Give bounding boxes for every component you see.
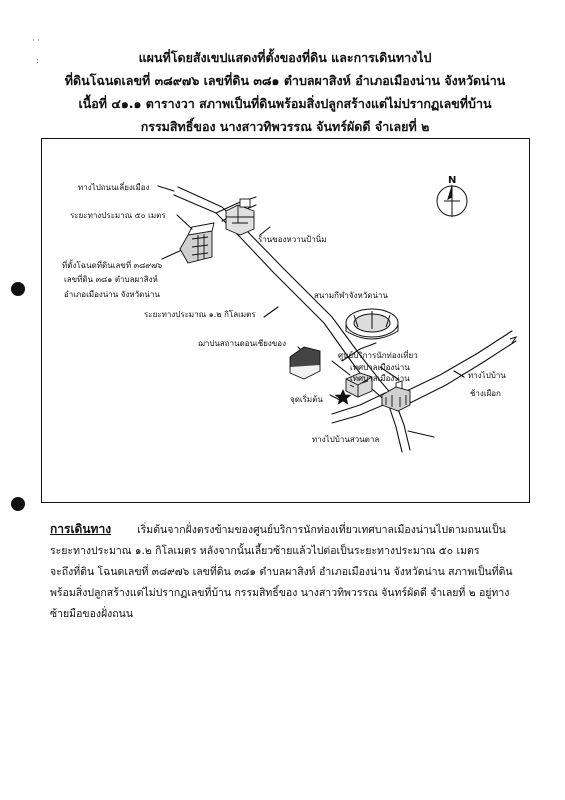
title-line-4: กรรมสิทธิ์ของ นางสาวทิพวรรณ จันทร์ผัดดี … <box>140 119 430 134</box>
leader-distance-12 <box>263 306 279 318</box>
scan-mark-top-left-2: : <box>36 56 39 65</box>
cross-road-upper-left <box>331 392 386 415</box>
label-to-ban-suantan: ทางไปบ้านสวนตาล <box>312 435 380 444</box>
leader-shop <box>259 226 271 236</box>
label-distance-1-2km: ระยะทางประมาณ ๑.๒ กิโลเมตร <box>144 310 256 319</box>
label-parcel-line-3: อำเภอเมืองน่าน จังหวัดน่าน <box>64 290 160 299</box>
cross-road-lower-edge-2 <box>397 340 517 410</box>
stadium-icon <box>345 308 399 340</box>
start-point-star-icon <box>334 389 352 405</box>
map-drawing: N <box>157 175 518 453</box>
leader-suantan <box>407 430 435 438</box>
funeral-home-icon <box>289 346 321 380</box>
south-road-left-edge <box>387 402 403 453</box>
municipality-building-icon <box>381 380 411 412</box>
leader-changphueak <box>453 370 465 378</box>
directions-section: การเดินทาง เริ่มต้นจากฝั่งตรงข้ามของศูนย์… <box>50 519 515 625</box>
punch-hole-upper <box>11 282 25 296</box>
directions-text-1: เริ่มต้นจากฝั่งตรงข้ามของศูนย์บริการนักท… <box>137 524 506 536</box>
leader-tourist <box>331 360 351 376</box>
label-to-ban-changphueak-1: ทางไปบ้าน <box>468 371 506 380</box>
label-dessert-shop: ร้านของหวานป้านิ่ม <box>258 235 327 244</box>
north-label: N <box>448 175 456 186</box>
document-title: แผนที่โดยสังเขปแสดงที่ตั้งของที่ดิน และก… <box>50 46 520 138</box>
label-start-point: จุดเริ่มต้น <box>290 395 323 404</box>
north-arrow-icon: N <box>436 175 468 217</box>
title-line-2: ที่ดินโฉนดเลขที่ ๓๘๙๗๖ เลขที่ดิน ๓๘๑ ตำบ… <box>64 73 506 88</box>
label-parcel-line-2: เลขที่ดิน ๓๘๑ ตำบลผาสิงห์ <box>64 275 158 284</box>
cross-road-upper-edge <box>393 330 513 398</box>
label-municipality-1: เทศบาลเมืองน่าน <box>350 363 410 372</box>
tourist-center-icon <box>345 372 373 398</box>
directions-line-3: จะถึงที่ดิน โฉนดเลขที่ ๓๘๙๗๖ เลขที่ดิน ๓… <box>50 566 513 578</box>
cross-road-lower-edge <box>331 402 389 424</box>
punch-hole-lower <box>11 497 25 511</box>
leader-bypass <box>157 185 175 192</box>
directions-line-1: การเดินทาง เริ่มต้นจากฝั่งตรงข้ามของศูนย์… <box>50 519 515 541</box>
leader-municipality <box>379 366 399 380</box>
title-line-3: เนื้อที่ ๔๑.๑ ตารางวา สภาพเป็นที่ดินพร้อ… <box>78 96 492 111</box>
scan-mark-top-left: · · <box>32 36 40 45</box>
label-parcel-line-1: ที่ตั้งโฉนดที่ดินเลขที่ ๓๘๙๗๖ <box>62 261 163 270</box>
changphueak-arrow-icon <box>509 336 518 344</box>
directions-heading: การเดินทาง <box>50 522 112 536</box>
leader-distance-50 <box>176 214 193 230</box>
label-municipality-2: เทศบาลเมืองน่าน <box>350 374 410 383</box>
label-distance-50: ระยะทางประมาณ ๕๐ เมตร <box>70 211 166 220</box>
label-to-bypass: ทางไปถนนเลี่ยงเมือง <box>78 183 150 192</box>
parcel-building-icon <box>179 222 215 264</box>
directions-line-5: ซ้ายมือของฝั่งถนน <box>50 608 134 620</box>
directions-line-2: ระยะทางประมาณ ๑.๒ กิโลเมตร หลังจากนั้นเล… <box>50 545 480 557</box>
stadium-road <box>341 342 377 362</box>
label-tourist-center: ศูนย์บริการนักท่องเที่ยว <box>338 351 418 360</box>
label-to-ban-changphueak-2: ช้างเผือก <box>470 389 501 398</box>
location-map: N ทางไปถนนเลี่ยงเมือง ระยะทางประมาณ ๕๐ เ… <box>41 138 530 503</box>
label-stadium: สนามกีฬาจังหวัดน่าน <box>314 291 388 300</box>
shop-building-icon <box>225 198 255 236</box>
label-funeral-home: ฌาปนสถานดอนเชียงของ <box>198 339 286 348</box>
title-line-1: แผนที่โดยสังเขปแสดงที่ตั้งของที่ดิน และก… <box>138 50 432 65</box>
leader-parcel <box>161 248 185 260</box>
directions-line-4: พร้อมสิ่งปลูกสร้างแต่ไม่ปรากฏเลขที่บ้าน … <box>50 587 510 599</box>
